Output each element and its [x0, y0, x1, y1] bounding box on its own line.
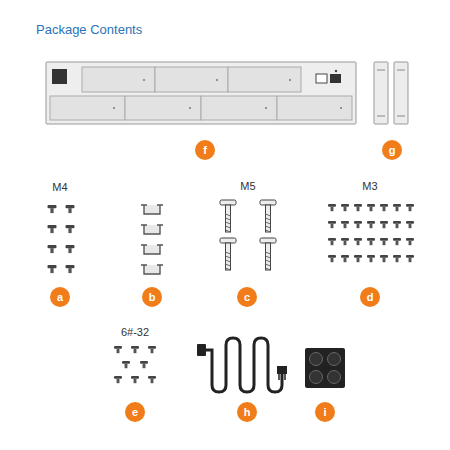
power-cable	[197, 338, 287, 392]
screw	[48, 265, 57, 273]
screw	[380, 204, 388, 211]
screw	[393, 204, 401, 211]
screw	[328, 255, 336, 262]
screw	[114, 376, 122, 383]
screw	[131, 346, 139, 353]
screw	[354, 238, 362, 245]
screw	[406, 255, 414, 262]
callout-letter: e	[132, 407, 138, 418]
callout-badge: b	[142, 287, 162, 307]
screw	[140, 361, 148, 368]
screw	[380, 221, 388, 228]
part-size-label: M3	[362, 180, 377, 192]
screw	[367, 255, 375, 262]
callout-letter: f	[203, 145, 207, 156]
screw	[341, 221, 349, 228]
screw	[354, 221, 362, 228]
callout-badge: i	[315, 402, 335, 422]
bolt	[220, 238, 236, 270]
part-size-label: M4	[52, 181, 67, 193]
cage-clip	[141, 225, 163, 234]
callout-badge: c	[237, 287, 257, 307]
callout-badge: a	[50, 287, 70, 307]
screw	[122, 361, 130, 368]
screw	[328, 238, 336, 245]
screw	[114, 346, 122, 353]
screw	[328, 204, 336, 211]
screw	[406, 221, 414, 228]
screw	[354, 255, 362, 262]
callout-badge: d	[360, 287, 380, 307]
callout-letter: b	[149, 292, 156, 303]
callout-badge: h	[237, 402, 257, 422]
screw	[148, 346, 156, 353]
cage-clip	[141, 265, 163, 274]
screw	[380, 255, 388, 262]
screw	[367, 204, 375, 211]
screw	[48, 245, 57, 253]
screw	[406, 204, 414, 211]
screw	[66, 265, 75, 273]
screw	[367, 238, 375, 245]
screw	[131, 376, 139, 383]
screw	[380, 238, 388, 245]
callout-letter: g	[389, 145, 396, 156]
screw	[48, 225, 57, 233]
callout-letter: h	[244, 407, 251, 418]
cage-clip	[141, 245, 163, 254]
page-title: Package Contents	[36, 22, 142, 37]
callout-badge: f	[195, 140, 215, 160]
bolt	[260, 238, 276, 270]
callout-badge: g	[382, 140, 402, 160]
callout-letter: i	[323, 407, 326, 418]
screw	[66, 205, 75, 213]
screw	[393, 221, 401, 228]
rack-ears	[374, 62, 408, 124]
bolt	[220, 200, 236, 232]
screw	[48, 205, 57, 213]
screw	[406, 238, 414, 245]
screw	[341, 204, 349, 211]
screw	[367, 221, 375, 228]
screw	[148, 376, 156, 383]
screw	[328, 221, 336, 228]
part-size-label: M5	[240, 180, 255, 192]
part-size-label: 6#-32	[121, 326, 149, 338]
screw	[341, 255, 349, 262]
screw	[393, 238, 401, 245]
screw	[393, 255, 401, 262]
screw	[341, 238, 349, 245]
rack-switch	[46, 62, 356, 124]
screw	[66, 225, 75, 233]
hardware-parts	[48, 200, 415, 383]
cage-clip	[141, 205, 163, 214]
callout-letter: a	[57, 292, 63, 303]
screw	[354, 204, 362, 211]
callout-badge: e	[125, 402, 145, 422]
callout-letter: c	[244, 292, 250, 303]
screw	[66, 245, 75, 253]
callout-letter: d	[367, 292, 374, 303]
rubber-feet	[305, 348, 345, 388]
bolt	[260, 200, 276, 232]
